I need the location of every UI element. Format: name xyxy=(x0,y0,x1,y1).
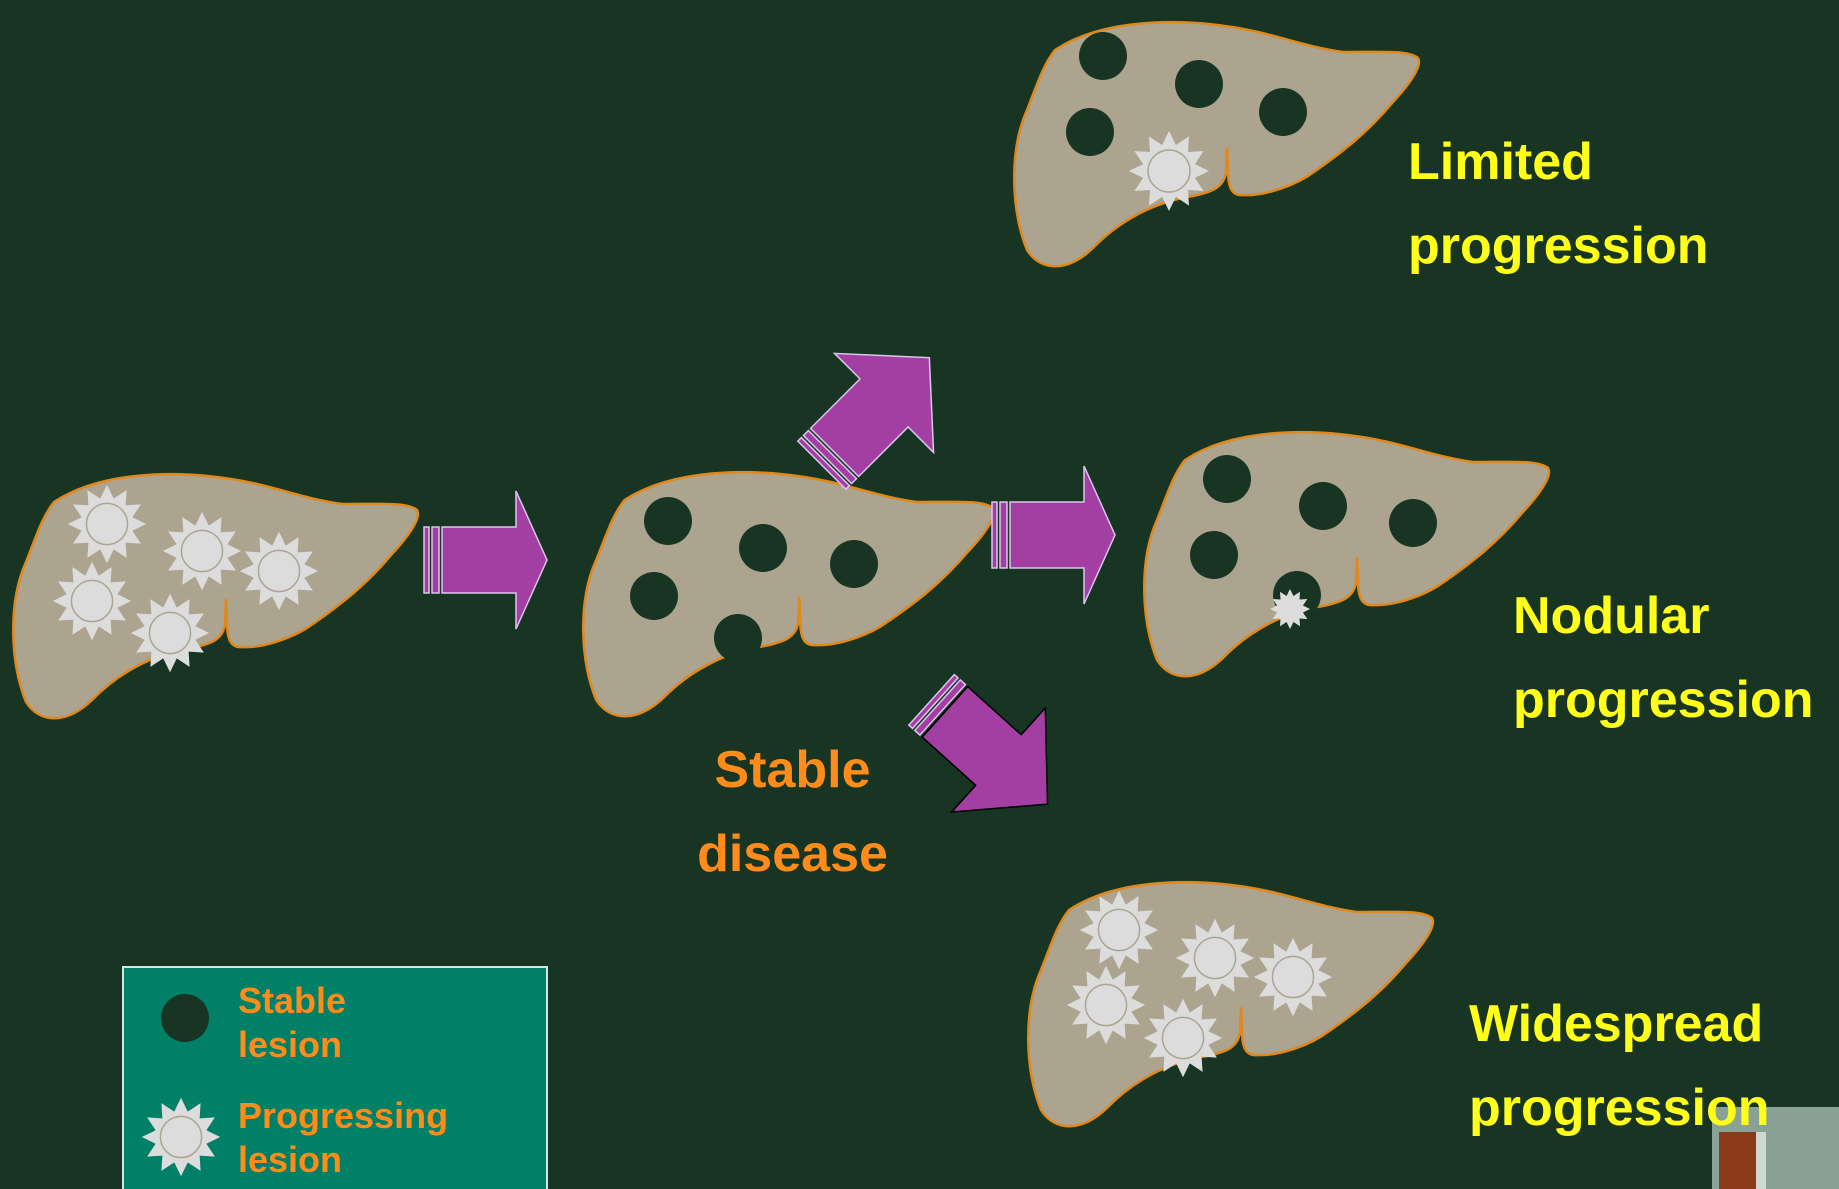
stable-lesion-icon xyxy=(714,614,762,662)
stable-lesion-icon xyxy=(1079,32,1127,80)
nodular-progression-label: Nodular progression xyxy=(1513,574,1814,742)
arrow-to-widespread-icon xyxy=(885,648,1095,856)
stable-lesion-icon xyxy=(1066,108,1114,156)
legend-stable-lesion-icon xyxy=(161,994,209,1042)
widespread-progression-label: Widespread progression xyxy=(1469,982,1770,1150)
arrow-to-nodular-icon xyxy=(992,466,1115,604)
stable-lesion-icon xyxy=(739,524,787,572)
limited-progression-line-2: progression xyxy=(1408,204,1709,288)
widespread-progression-line-1: Widespread xyxy=(1469,982,1770,1066)
stable-lesion-icon xyxy=(1203,455,1251,503)
stable-lesion-icon xyxy=(1190,531,1238,579)
widespread-progression-line-2: progression xyxy=(1469,1066,1770,1150)
limited-progression-line-1: Limited xyxy=(1408,120,1709,204)
legend-stable-lesion-text: Stable lesion xyxy=(238,979,346,1067)
legend-stable-line-2: lesion xyxy=(238,1023,346,1067)
legend-progressing-lesion-text: Progressing lesion xyxy=(238,1094,448,1182)
stable-disease-label: Stable disease xyxy=(680,728,905,896)
legend-progressing-line-1: Progressing xyxy=(238,1094,448,1138)
stable-lesion-icon xyxy=(1175,60,1223,108)
stable-lesion-icon xyxy=(630,572,678,620)
stable-lesion-icon xyxy=(644,497,692,545)
stable-disease-line-2: disease xyxy=(680,812,905,896)
stable-lesion-icon xyxy=(1259,88,1307,136)
nodular-progression-line-1: Nodular xyxy=(1513,574,1814,658)
stable-lesion-icon xyxy=(1299,482,1347,530)
nodular-progression-line-2: progression xyxy=(1513,658,1814,742)
legend-stable-line-1: Stable xyxy=(238,979,346,1023)
stable-disease-line-1: Stable xyxy=(680,728,905,812)
stable-lesion-icon xyxy=(1389,499,1437,547)
legend-progressing-line-2: lesion xyxy=(238,1138,448,1182)
limited-progression-label: Limited progression xyxy=(1408,120,1709,288)
arrow-to-stable-icon xyxy=(424,491,547,629)
stable-lesion-icon xyxy=(830,540,878,588)
